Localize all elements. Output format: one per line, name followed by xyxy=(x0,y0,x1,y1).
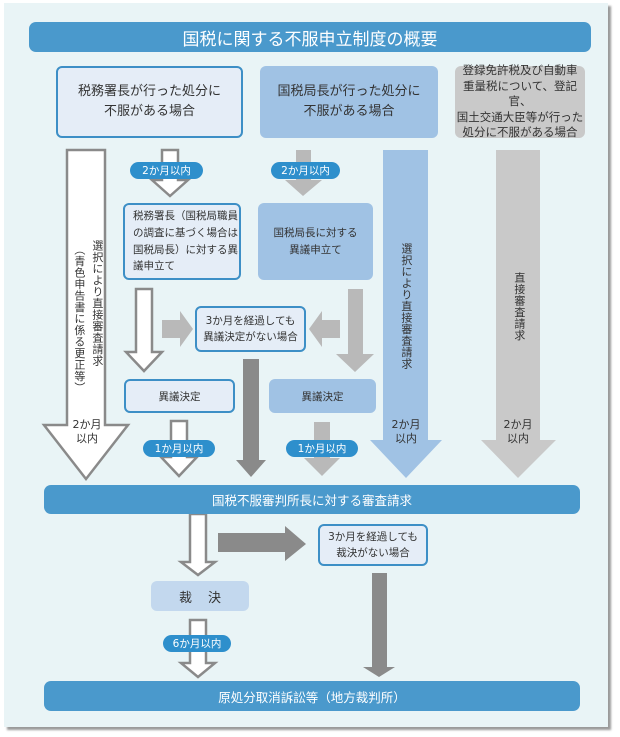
decision-regional-bureau-box: 異議決定 xyxy=(269,379,376,413)
decision-regional-bureau-label: 異議決定 xyxy=(301,390,344,403)
deadline-pill-1month-mid: 1か月以内 xyxy=(286,440,358,457)
source-regional-bureau-label: 国税局長が行った処分に 不服がある場合 xyxy=(277,83,421,119)
within-2months-left-label: 2か月 以内 xyxy=(72,418,102,446)
tribunal-request-banner: 国税不服審判所長に対する審査請求 xyxy=(44,485,580,514)
direct-request-label: 直接審査請求 xyxy=(512,272,526,341)
arrow-objection2-to-decision xyxy=(336,289,374,372)
source-tax-office-box: 税務署長が行った処分に 不服がある場合 xyxy=(56,66,243,138)
no-decision-3months-box: 3か月を経過しても 異議決定がない場合 xyxy=(195,306,306,352)
source-registration-tax-box: 登録免許税及び自動車 重量税について、登記官、 国土交通大臣等が行った 処分に不… xyxy=(455,63,585,140)
lawsuit-banner: 原処分取消訴訟等（地方裁判所） xyxy=(44,681,580,711)
arrow-wait2-to-lawsuit xyxy=(363,573,395,677)
direct-request-gray-arrow xyxy=(481,150,556,478)
arrow-tribunal-to-wait2 xyxy=(218,526,306,561)
deadline-pill-2months-left: 2か月以内 xyxy=(130,162,203,179)
source-registration-tax-label: 登録免許税及び自動車 重量税について、登記官、 国土交通大臣等が行った 処分に不… xyxy=(456,63,584,140)
arrow-tribunal-to-verdict xyxy=(177,512,219,577)
decision-tax-office-label: 異議決定 xyxy=(158,390,201,403)
within-2months-blue-label: 2か月 以内 xyxy=(391,418,421,446)
objection-regional-bureau-box: 国税局長に対する 異議申立て xyxy=(258,203,373,280)
ruling-box: 裁決 xyxy=(151,581,249,611)
no-decision-3months-label: 3か月を経過しても 異議決定がない場合 xyxy=(203,314,298,343)
objection-tax-office-box: 税務署長（国税局職員の調査に基づく場合は国税局長）に対する異議申立て xyxy=(123,203,241,280)
source-regional-bureau-box: 国税局長が行った処分に 不服がある場合 xyxy=(260,66,438,138)
deadline-pill-2months-mid: 2か月以内 xyxy=(271,162,340,179)
arrow-into-wait1-left xyxy=(162,311,193,347)
objection-regional-bureau-label: 国税局長に対する 異議申立て xyxy=(273,226,358,256)
decision-tax-office-box: 異議決定 xyxy=(124,379,235,413)
page-title: 国税に関する不服申立制度の概要 xyxy=(29,22,591,52)
arrow-wait1-to-tribunal xyxy=(236,359,266,477)
deadline-pill-1month-left: 1か月以内 xyxy=(143,440,215,457)
arrow-into-wait1-right xyxy=(309,311,340,347)
direct-request-choice-left-label: 選択により直接審査請求 xyxy=(90,240,104,367)
within-2months-gray-label: 2か月 以内 xyxy=(503,418,533,446)
source-tax-office-label: 税務署長が行った処分に 不服がある場合 xyxy=(77,83,221,119)
direct-request-white-arrow xyxy=(41,148,131,482)
direct-request-choice-right-label: 選択により直接審査請求 xyxy=(399,243,413,370)
objection-tax-office-label: 税務署長（国税局職員の調査に基づく場合は国税局長）に対する異議申立て xyxy=(133,209,238,273)
no-ruling-3months-box: 3か月を経過しても 裁決がない場合 xyxy=(318,524,428,566)
no-ruling-3months-label: 3か月を経過しても 裁決がない場合 xyxy=(328,530,418,559)
arrow-objection1-to-decision xyxy=(123,287,165,373)
ruling-label: 裁決 xyxy=(178,590,237,606)
blue-return-note-label: （青色申告書に係る更正等） xyxy=(72,244,86,394)
deadline-pill-6months: 6か月以内 xyxy=(163,635,231,652)
direct-request-blue-arrow xyxy=(370,150,442,478)
